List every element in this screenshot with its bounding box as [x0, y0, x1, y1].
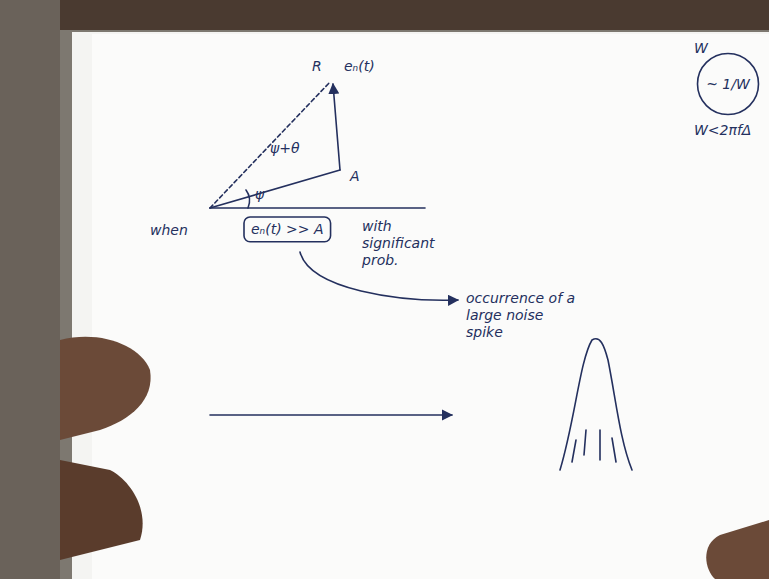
label-text: W<2πfΔ: [694, 122, 751, 139]
hand-right: [706, 520, 769, 579]
note-text: occurrence of a large noise spike: [466, 290, 581, 340]
reference-axis: [210, 207, 425, 209]
label-text: W: [694, 40, 708, 57]
note-text: when: [150, 222, 188, 239]
label-text: ψ+θ: [270, 140, 300, 157]
box-outline: [244, 217, 331, 242]
spike-hatching: [572, 430, 616, 462]
label-text: with significant prob.: [362, 218, 450, 268]
angle-arc: [246, 190, 250, 208]
bandwidth-circle: ~ 1/W: [696, 52, 760, 116]
label-text: R: [312, 58, 322, 75]
hand-left: [60, 337, 151, 440]
phasor-label: R: [312, 58, 322, 75]
angle-label: ψ: [255, 186, 264, 203]
label-text: when: [150, 222, 188, 239]
note-text: W<2πfΔ: [694, 122, 751, 139]
angle-label: ψ+θ: [270, 140, 300, 157]
note-text: with significant prob.: [362, 218, 450, 268]
noise-spike: [560, 339, 632, 470]
carrier-phasor: [210, 170, 340, 208]
label-text: eₙ(t): [344, 58, 375, 75]
signal-label: eₙ(t): [344, 58, 375, 75]
symbol-label: W: [694, 40, 708, 57]
circle-outline: [698, 54, 759, 115]
resultant-phasor: [210, 82, 330, 208]
node-text: ~ 1/W: [706, 76, 750, 93]
label-text: ψ: [255, 186, 264, 203]
paper-page: [92, 34, 769, 579]
time-axis: [210, 414, 452, 416]
phasor-label: A: [350, 168, 360, 185]
paper-sheet: [72, 32, 769, 579]
condition-box: eₙ(t) >> A: [243, 216, 332, 243]
hand-left-lower: [60, 460, 143, 560]
label-text: occurrence of a large noise spike: [466, 290, 581, 340]
label-text: A: [350, 168, 360, 185]
frame-top: [0, 0, 769, 30]
node-text: eₙ(t) >> A: [251, 221, 324, 238]
frame-left: [0, 0, 60, 579]
noise-phasor: [333, 84, 340, 170]
